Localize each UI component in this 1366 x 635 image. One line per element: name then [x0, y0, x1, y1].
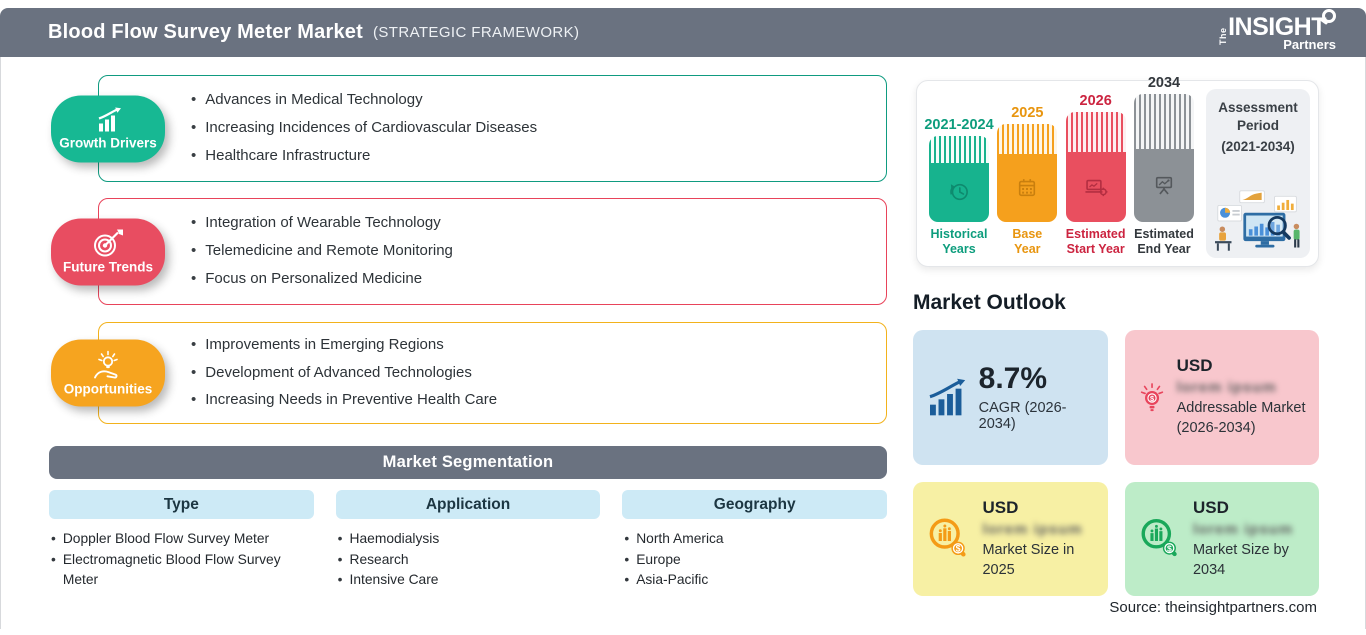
- magnifier-chart-icon-orange: $: [929, 518, 966, 557]
- outlook-cards: 8.7% CAGR (2026-2034) $: [913, 330, 1319, 596]
- growth-drivers-badge: Growth Drivers: [51, 95, 165, 162]
- svg-text:$: $: [1166, 543, 1171, 553]
- analytics-illustration: [1215, 190, 1300, 251]
- list-item: North America: [624, 529, 887, 550]
- future-trends-badge: Future Trends: [51, 218, 165, 285]
- bar: [997, 123, 1058, 222]
- idea-hand-icon: [94, 350, 118, 378]
- list-item: Healthcare Infrastructure: [191, 147, 537, 166]
- bulb-dollar-icon: $: [1140, 382, 1163, 411]
- magnifier-icon: [1322, 8, 1336, 23]
- segment-column-application: Application Haemodialysis Research Inten…: [335, 490, 601, 591]
- card-label: Market Size in 2025: [982, 541, 1075, 578]
- segment-header: Geography: [622, 490, 888, 519]
- history-clock-icon: [950, 184, 968, 201]
- logo-the-text: The: [1218, 26, 1229, 45]
- bar: [1065, 111, 1126, 222]
- list-item: Europe: [624, 550, 887, 571]
- calendar-icon: [1019, 178, 1036, 196]
- list-item: Integration of Wearable Technology: [191, 214, 453, 233]
- opportunities-badge: Opportunities: [51, 339, 165, 407]
- timeline-base-year: 2025: [996, 105, 1058, 258]
- market-size-2025-card: $ USD lorem ipsum Market Size in 2025: [913, 482, 1108, 596]
- list-item: Intensive Care: [338, 570, 601, 591]
- currency-label: USD: [1176, 356, 1213, 376]
- logo-partners-text: Partners: [1283, 36, 1336, 52]
- badge-label: Growth Drivers: [59, 135, 157, 151]
- card-label: Market Size by 2034: [1192, 541, 1289, 578]
- laptop-gear-icon: [1085, 179, 1108, 196]
- opportunities-section: Improvements in Emerging Regions Develop…: [51, 322, 887, 424]
- growth-drivers-section: Advances in Medical Technology Increasin…: [51, 75, 887, 182]
- badge-label: Opportunities: [63, 381, 153, 396]
- list-item: Focus on Personalized Medicine: [191, 270, 453, 289]
- bar: [1133, 93, 1194, 222]
- list-item: Doppler Blood Flow Survey Meter: [51, 529, 314, 550]
- assessment-period-panel: Assessment Period (2021-2034): [1206, 89, 1310, 258]
- future-trends-box: Integration of Wearable Technology Telem…: [98, 198, 887, 305]
- market-segmentation-header: Market Segmentation: [49, 446, 887, 479]
- segment-column-type: Type Doppler Blood Flow Survey Meter Ele…: [49, 490, 314, 591]
- svg-text:$: $: [956, 544, 961, 554]
- cagr-label: CAGR (2026-2034): [978, 399, 1067, 432]
- currency-label: USD: [982, 497, 1019, 517]
- timeline-historical-years: 2021-2024 Historic: [924, 116, 994, 257]
- future-trends-section: Integration of Wearable Technology Telem…: [51, 198, 887, 305]
- currency-label: USD: [1192, 497, 1229, 517]
- cagr-value: 8.7%: [978, 362, 1048, 396]
- growth-chart-icon: [98, 107, 121, 132]
- svg-text:$: $: [1149, 393, 1154, 402]
- list-item: Improvements in Emerging Regions: [191, 336, 497, 355]
- addressable-market-card: $ USD lorem ipsum Addressable Market (20…: [1124, 330, 1319, 465]
- timeline-estimated-end-year: 2034: [1133, 74, 1194, 257]
- blurred-value: lorem ipsum: [1176, 379, 1277, 397]
- card-label: Addressable Market (2026-2034): [1176, 400, 1306, 436]
- timeline-estimated-start-year: 2026: [1065, 92, 1126, 257]
- segment-column-geography: Geography North America Europe Asia-Paci…: [622, 490, 888, 591]
- blurred-value: lorem ipsum: [1192, 520, 1294, 538]
- timeline-bars: 2021-2024 Historic: [924, 75, 1198, 258]
- list-item: Development of Advanced Technologies: [191, 364, 497, 383]
- market-outlook-title: Market Outlook: [913, 291, 1066, 314]
- bar: [929, 135, 989, 222]
- list-item: Haemodialysis: [338, 529, 601, 550]
- growth-drivers-box: Advances in Medical Technology Increasin…: [98, 75, 887, 182]
- header-bar: Blood Flow Survey Meter Market (STRATEGI…: [0, 8, 1366, 57]
- list-item: Telemedicine and Remote Monitoring: [191, 242, 453, 261]
- growth-bars-icon: [929, 378, 966, 415]
- assessment-range: (2021-2034): [1221, 139, 1295, 155]
- badge-label: Future Trends: [62, 259, 153, 275]
- presentation-board-icon: [1155, 177, 1173, 195]
- opportunities-box: Improvements in Emerging Regions Develop…: [98, 322, 887, 424]
- source-attribution: Source: theinsightpartners.com: [1109, 599, 1317, 616]
- market-size-2034-card: $ USD lorem ipsum Market Size by 2034: [1124, 482, 1319, 596]
- page-subtitle: (STRATEGIC FRAMEWORK): [372, 24, 580, 41]
- target-icon: [94, 229, 123, 257]
- list-item: Advances in Medical Technology: [191, 91, 537, 110]
- segment-header: Application: [335, 490, 601, 519]
- insight-partners-logo: The INSIGHT Partners: [1218, 8, 1336, 52]
- list-item: Research: [338, 550, 601, 571]
- list-item: Increasing Needs in Preventive Health Ca…: [191, 391, 497, 410]
- list-item: Increasing Incidences of Cardiovascular …: [191, 119, 537, 138]
- logo-insight-text: INSIGHT: [1228, 12, 1326, 41]
- blurred-value: lorem ipsum: [982, 520, 1083, 538]
- cagr-card: 8.7% CAGR (2026-2034): [913, 330, 1108, 465]
- list-item: Asia-Pacific: [624, 570, 887, 591]
- bottom-divider: [1, 628, 1366, 629]
- list-item: Electromagnetic Blood Flow Survey Meter: [51, 550, 314, 591]
- forecast-timeline-panel: 2021-2024 Historic: [916, 75, 1319, 267]
- segment-header: Type: [49, 490, 314, 519]
- content-frame: Advances in Medical Technology Increasin…: [0, 57, 1366, 629]
- magnifier-chart-icon-green: $: [1141, 518, 1177, 557]
- segmentation-columns: Type Doppler Blood Flow Survey Meter Ele…: [49, 490, 888, 591]
- page-title: Blood Flow Survey Meter Market: [48, 21, 363, 43]
